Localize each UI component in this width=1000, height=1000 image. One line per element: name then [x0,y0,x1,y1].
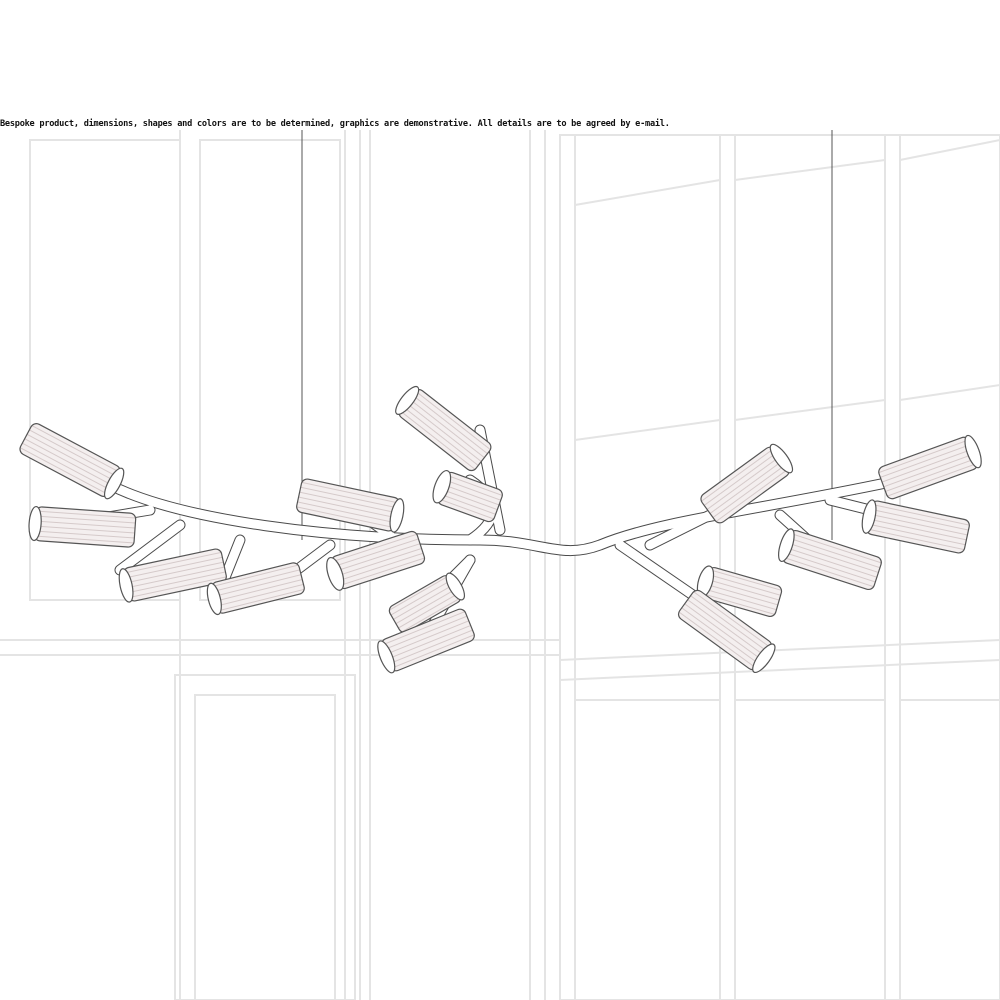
lamp-tube [388,572,466,633]
lamp-tubes [19,385,982,674]
window-frame-sketch [0,130,1000,1000]
lamp-tube [696,565,783,618]
disclaimer-text: Bespoke product, dimensions, shapes and … [0,119,670,129]
lamp-tube [878,434,982,500]
lamp-tube [777,528,882,591]
lamp-tube [861,499,970,554]
lamp-tube [432,469,503,523]
lamp-tube [326,530,426,591]
lamp-tube [677,589,776,674]
lamp-tube [28,505,137,548]
lamp-tube [296,478,405,533]
lamp-tube [206,562,305,616]
suspension-cables [301,130,833,540]
lamp-tube [118,548,227,603]
lamp-tube [395,385,492,472]
lamp-tube [377,608,475,674]
lamp-tube [19,423,125,500]
lamp-tube [700,443,794,524]
